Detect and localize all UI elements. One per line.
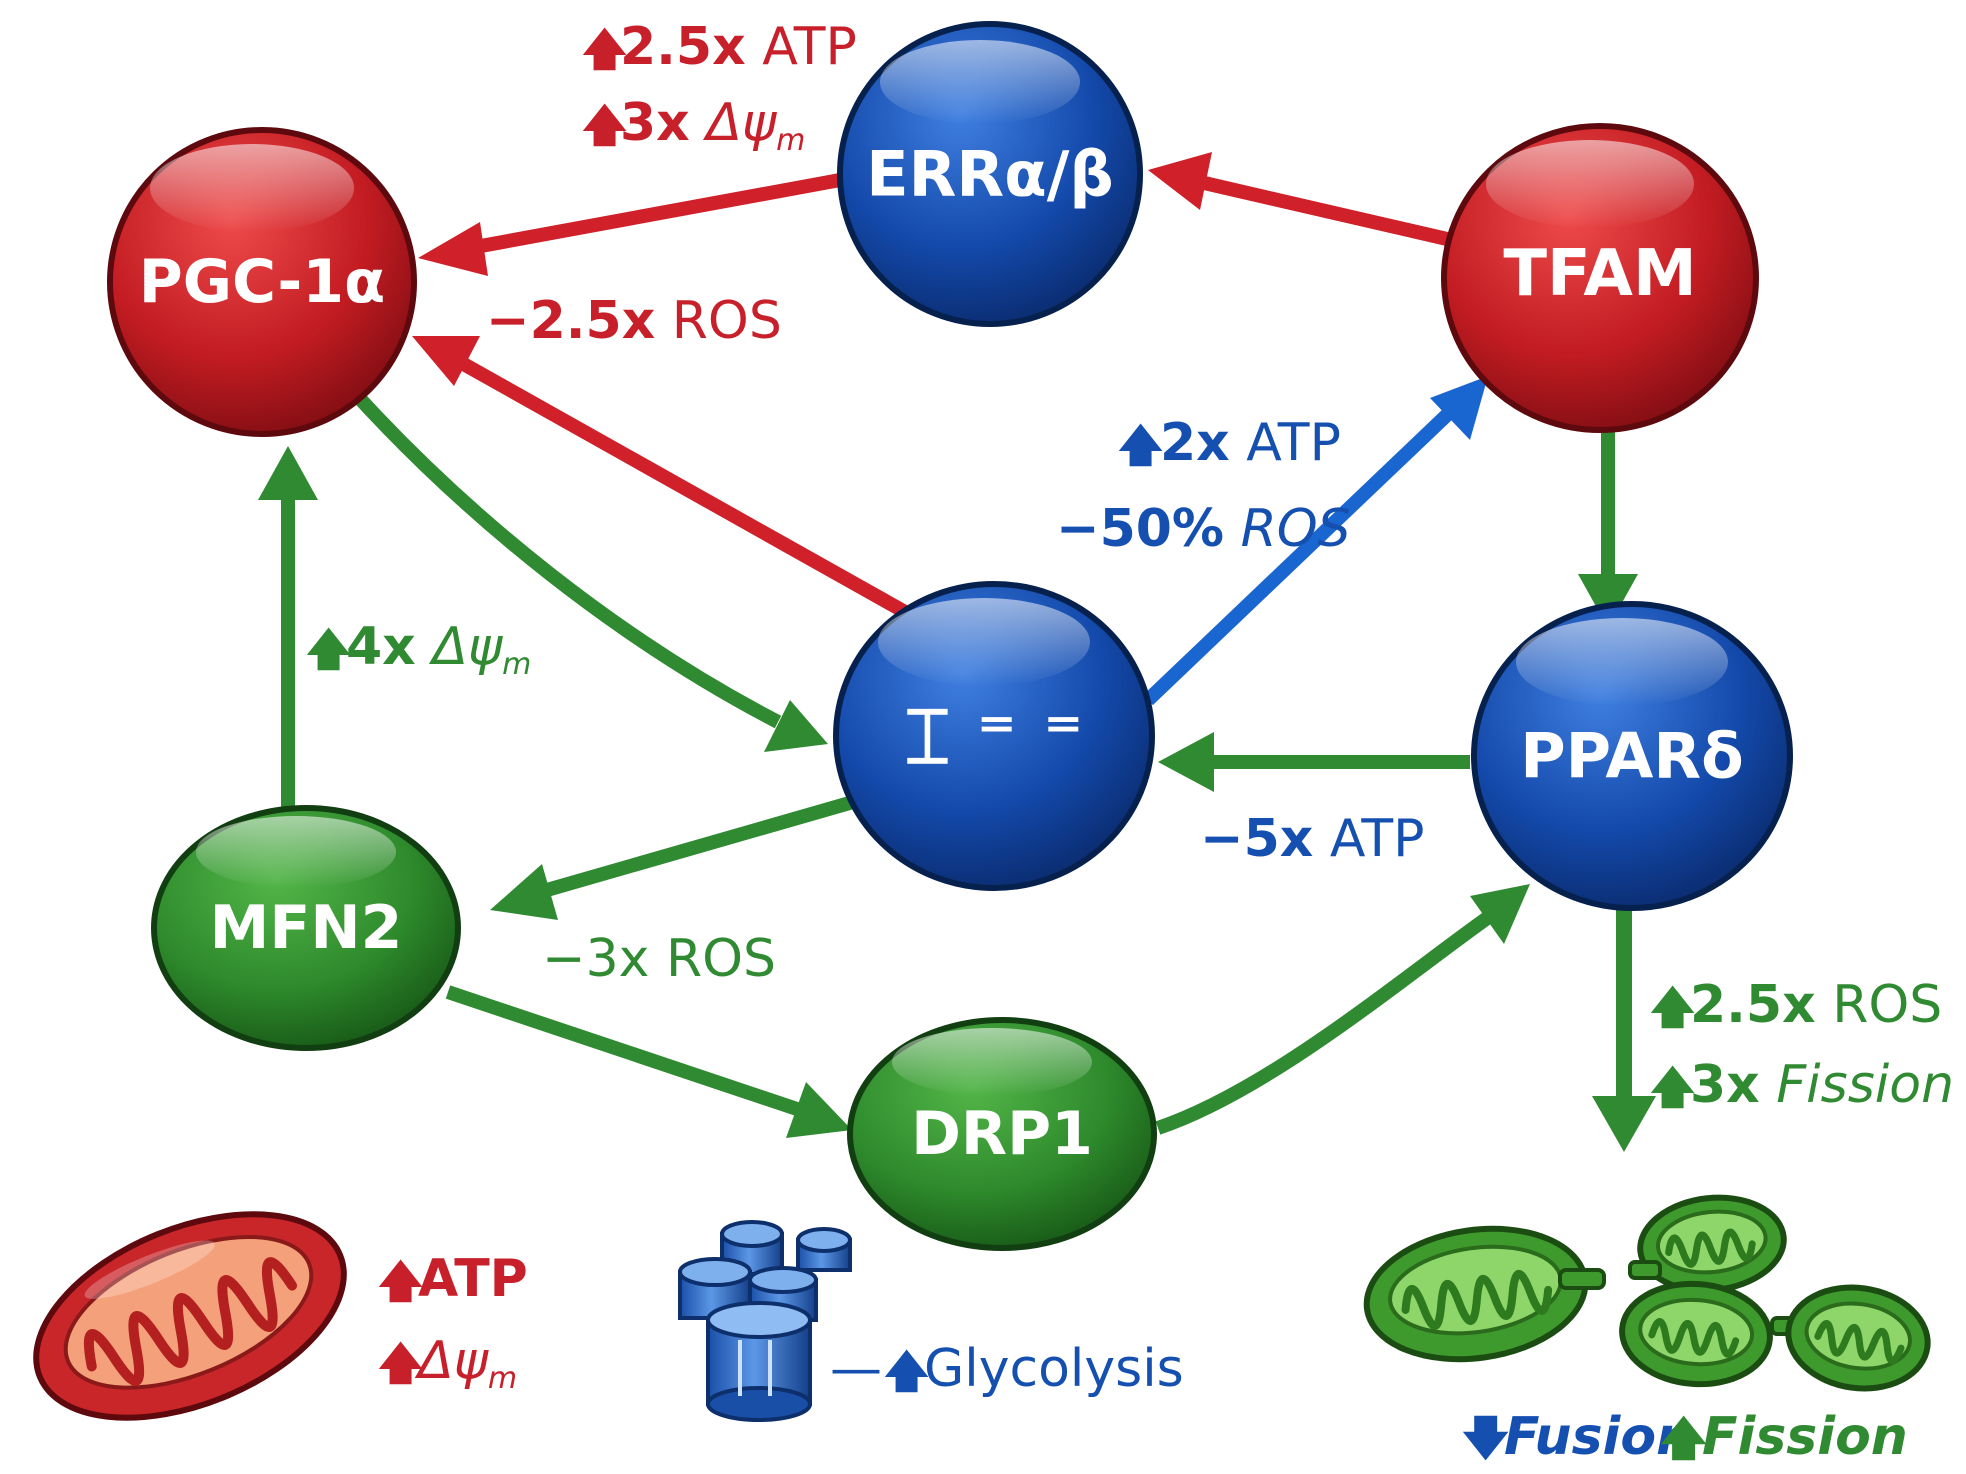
label-ppard-center-atp: −5x ATP [1200, 809, 1424, 869]
svg-text:−2.5x ROS: −2.5x ROS [486, 291, 782, 351]
svg-text:Fusion: Fusion [1504, 1407, 1693, 1467]
svg-text:Fission: Fission [1702, 1407, 1908, 1467]
arrow-tfam-to-ppard [1578, 428, 1638, 628]
label-err-pgc-dpsi: 🡅 3x Δψm [582, 93, 805, 158]
legend-glycolysis: — 🡅 Glycolysis [830, 1339, 1184, 1399]
up-arrow-icon: 🡅 [582, 24, 627, 75]
node-erra-b: ERRα/β [837, 21, 1143, 327]
arrow-pgc-to-center [346, 385, 828, 752]
arrow-center-to-mfn2 [490, 793, 862, 920]
svg-text:3x Δψm: 3x Δψm [620, 93, 805, 158]
up-arrow-icon: 🡅 [306, 624, 351, 675]
node-ppard: PPARδ [1471, 601, 1793, 911]
svg-text:2x ATP: 2x ATP [1160, 413, 1341, 473]
node-ppard-label: PPARδ [1520, 720, 1744, 793]
svg-text:Δψm: Δψm [414, 1331, 517, 1396]
svg-text:ATP: ATP [418, 1249, 528, 1309]
arrow-err-to-pgc [418, 173, 842, 276]
up-arrow-icon: 🡅 [378, 1256, 423, 1307]
label-center-pgc-ros: −2.5x ROS [486, 291, 782, 351]
svg-text:4x Δψm: 4x Δψm [346, 617, 531, 682]
up-arrow-icon: 🡅 [378, 1338, 423, 1389]
up-arrow-icon: 🡅 [1650, 982, 1695, 1033]
label-ppard-down-fission: 🡅 3x Fission [1650, 1055, 1954, 1115]
fragmented-mitochondria-icon [1363, 1194, 1931, 1392]
svg-text:−50% ROS: −50% ROS [1056, 499, 1351, 559]
label-err-pgc-atp: 🡅 2.5x ATP [582, 17, 857, 77]
svg-text:—: — [830, 1339, 882, 1399]
svg-text:Glycolysis: Glycolysis [924, 1339, 1184, 1399]
label-center-tfam-ros: −50% ROS [1056, 499, 1351, 559]
arrow-center-to-pgc [412, 336, 909, 619]
up-arrow-icon: 🡅 [1660, 1411, 1707, 1465]
arrow-ppard-down [1592, 906, 1656, 1152]
node-pgc1a: PGC-1α [107, 127, 417, 437]
node-erra-b-label: ERRα/β [866, 138, 1113, 211]
svg-text:3x Fission: 3x Fission [1690, 1055, 1954, 1115]
arrow-mfn2-to-drp1 [445, 985, 852, 1138]
arrows [258, 152, 1656, 1152]
node-tfam-label: TFAM [1503, 237, 1696, 311]
arrow-ppard-to-center [1158, 732, 1470, 792]
legend-mito-dpsi: 🡅 Δψm [378, 1331, 517, 1396]
cylinders-icon [678, 1220, 852, 1422]
node-tfam: TFAM [1441, 123, 1759, 433]
label-center-mfn2-ros: −3x ROS [542, 929, 776, 989]
label-ppard-down-ros: 🡅 2.5x ROS [1650, 975, 1942, 1035]
svg-text:−3x ROS: −3x ROS [542, 929, 776, 989]
node-drp1: DRP1 [847, 1017, 1157, 1251]
arrow-center-to-tfam [1143, 376, 1488, 706]
arrow-tfam-to-err [1148, 152, 1462, 249]
up-arrow-icon: 🡅 [582, 100, 627, 151]
arrow-mfn2-to-pgc [258, 446, 318, 808]
node-drp1-label: DRP1 [911, 1099, 1093, 1169]
svg-text:2.5x ROS: 2.5x ROS [1690, 975, 1942, 1035]
up-arrow-icon: 🡅 [884, 1346, 929, 1397]
label-center-tfam-atp: 🡅 2x ATP [1118, 413, 1341, 473]
node-mfn2: MFN2 [151, 805, 461, 1051]
svg-text:2.5x ATP: 2.5x ATP [620, 17, 857, 77]
mitochondrion-icon [33, 1211, 347, 1421]
node-center-label: ⌶ ⁼ ⁼ [905, 692, 1084, 781]
legend-mito-atp: 🡅 ATP [378, 1249, 528, 1309]
arrow-drp1-to-ppard [1155, 884, 1530, 1135]
up-arrow-icon: 🡅 [1650, 1062, 1695, 1113]
down-arrow-icon: 🡇 [1462, 1411, 1509, 1465]
node-mfn2-label: MFN2 [210, 893, 403, 963]
up-arrow-icon: 🡅 [1118, 420, 1163, 471]
legend-fusion-fission: 🡇 Fusion 🡅 Fission [1462, 1407, 1908, 1467]
label-mfn2-pgc-dpsi: 🡅 4x Δψm [306, 617, 531, 682]
node-pgc1a-label: PGC-1α [139, 247, 386, 317]
node-center: ⌶ ⁼ ⁼ [833, 581, 1155, 891]
svg-text:−5x ATP: −5x ATP [1200, 809, 1424, 869]
